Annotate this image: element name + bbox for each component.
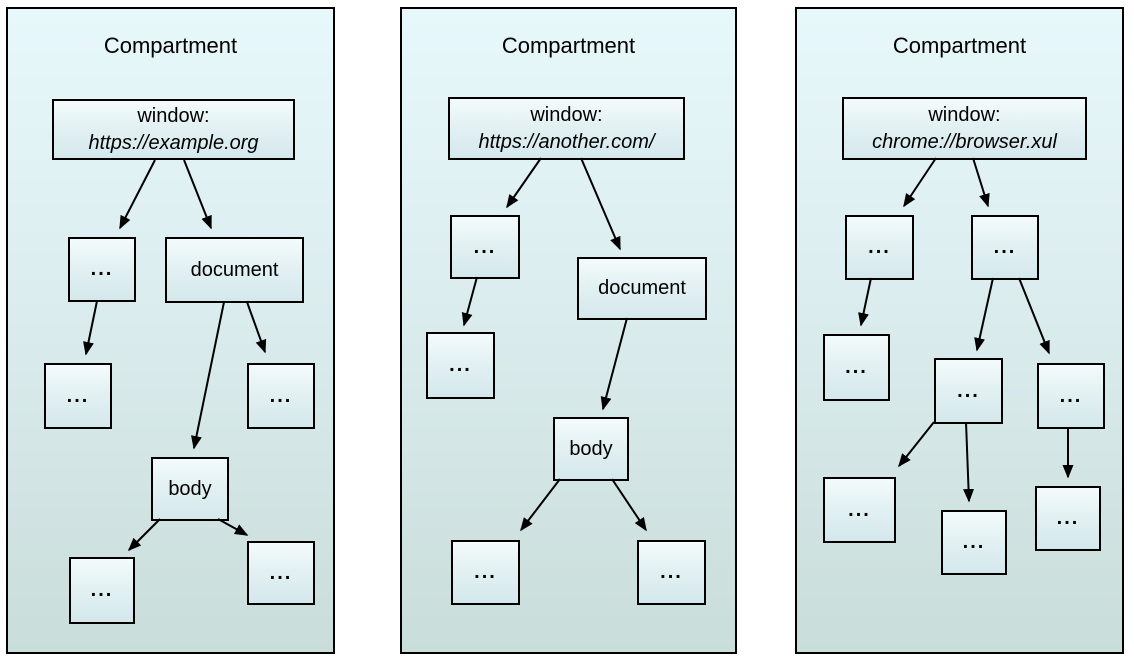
tree-node-window: window: https://another.com/ (448, 97, 685, 160)
tree-node-ellipsis: ... (823, 334, 890, 401)
compartment-title: Compartment (103, 33, 238, 58)
tree-node-ellipsis: ... (1035, 486, 1101, 551)
tree-node-ellipsis: ... (450, 215, 520, 279)
tree-node-ellipsis: ... (971, 215, 1039, 280)
tree-node-window: window: chrome://browser.xul (842, 97, 1087, 160)
window-url: https://another.com/ (478, 130, 655, 153)
tree-node-ellipsis: ... (247, 541, 315, 605)
window-label: window: (530, 103, 603, 126)
tree-node-ellipsis: ... (941, 510, 1007, 575)
tree-node-body: body (151, 457, 229, 521)
compartment-panel-1: Compartment window: https://example.org … (6, 7, 335, 654)
tree-node-document: document (165, 237, 304, 303)
window-label: window: (137, 104, 210, 127)
tree-node-ellipsis: ... (637, 540, 706, 605)
tree-node-ellipsis: ... (1037, 363, 1105, 429)
tree-node-ellipsis: ... (68, 237, 136, 302)
tree-node-ellipsis: ... (426, 332, 495, 399)
compartment-panel-2: Compartment window: https://another.com/… (400, 7, 737, 654)
compartment-title: Compartment (892, 33, 1027, 58)
compartment-title: Compartment (501, 33, 636, 58)
tree-node-ellipsis: ... (845, 215, 914, 280)
window-label: window: (928, 103, 1001, 126)
tree-node-ellipsis: ... (451, 540, 520, 605)
compartment-panel-3: Compartment window: chrome://browser.xul… (795, 7, 1124, 654)
tree-node-window: window: https://example.org (52, 99, 295, 160)
tree-node-ellipsis: ... (934, 358, 1003, 424)
tree-node-body: body (553, 417, 629, 481)
tree-node-ellipsis: ... (823, 477, 896, 543)
window-url: https://example.org (88, 131, 259, 154)
tree-node-document: document (577, 257, 707, 320)
tree-node-ellipsis: ... (69, 557, 135, 624)
window-url: chrome://browser.xul (872, 130, 1057, 153)
tree-node-ellipsis: ... (44, 363, 112, 429)
tree-node-ellipsis: ... (247, 363, 315, 429)
